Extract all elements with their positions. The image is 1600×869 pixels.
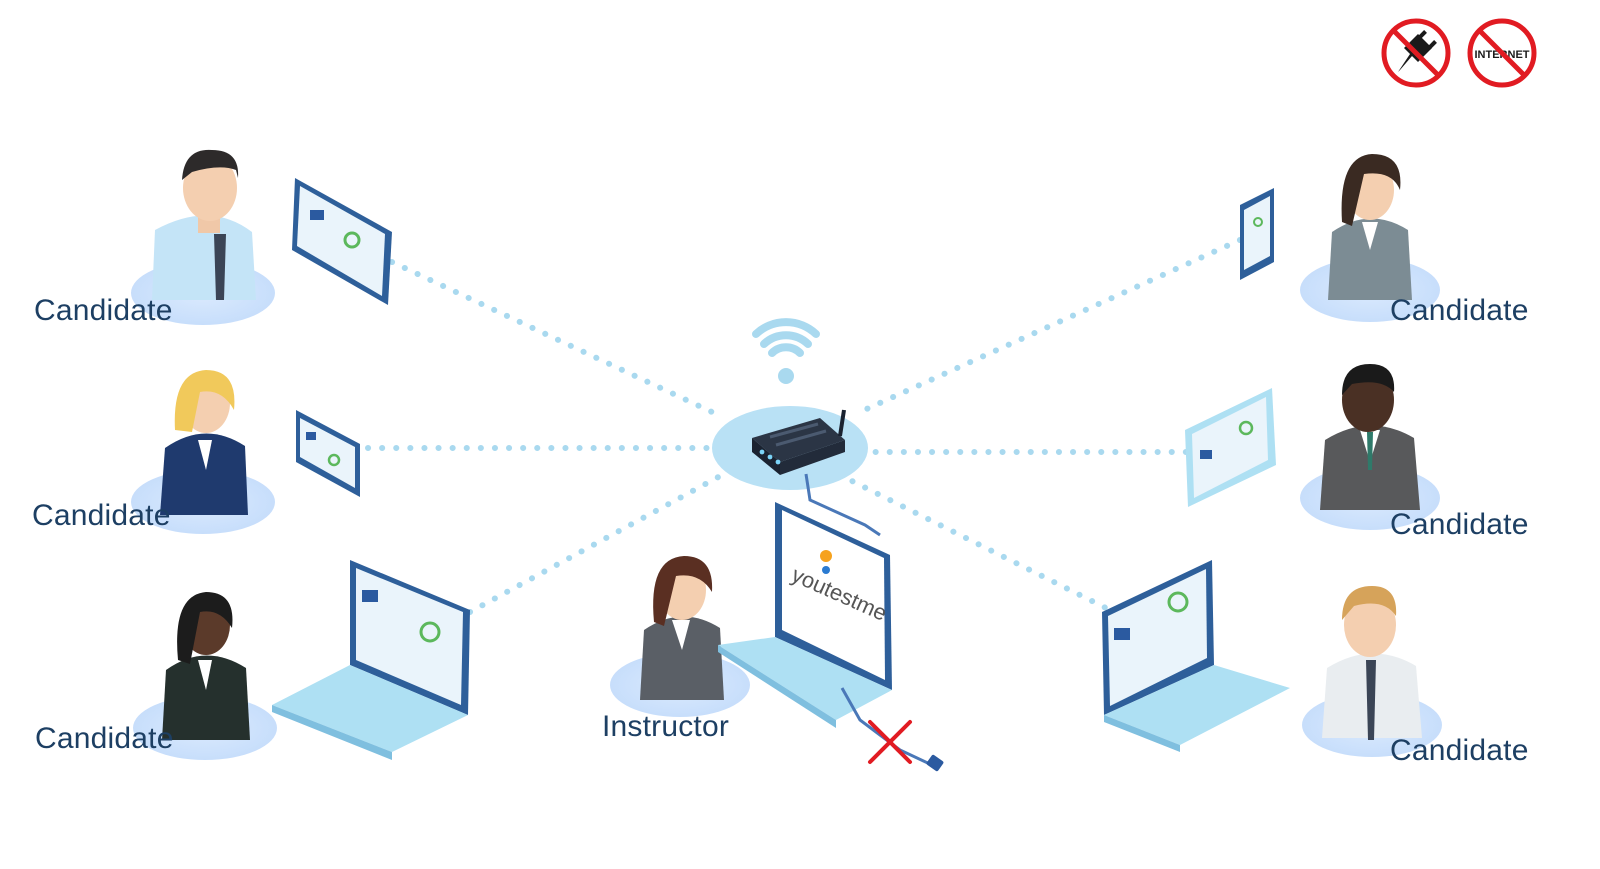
candidate-label-5: Candidate: [1390, 508, 1529, 541]
instructor-laptop: youtestme: [718, 502, 892, 728]
candidate-label-6: Candidate: [1390, 734, 1529, 767]
connection-lines: [365, 237, 1243, 623]
link-c3: [467, 472, 725, 615]
link-c4: [857, 237, 1243, 415]
candidate-label-1: Candidate: [34, 294, 173, 327]
candidate-label-3: Candidate: [35, 722, 174, 755]
candidate-avatar-1: [131, 149, 275, 325]
candidate-avatar-2: [131, 370, 275, 534]
power-cable: [840, 687, 933, 767]
tablet-5: [1185, 388, 1276, 507]
disconnected-cross-icon: [868, 720, 912, 764]
tablet-1: [292, 178, 392, 305]
plug-icon: [926, 754, 944, 772]
instructor-avatar: [610, 556, 750, 717]
laptop-3: [272, 560, 470, 760]
candidate-label-2: Candidate: [32, 499, 171, 532]
link-c6: [847, 477, 1133, 623]
candidate-avatar-3: [133, 592, 277, 760]
router-hub: [712, 406, 868, 490]
candidate-avatar-6: [1302, 586, 1442, 757]
candidate-avatar-5: [1300, 364, 1440, 530]
tablet-2: [296, 410, 360, 497]
link-c1: [389, 259, 715, 415]
instructor-label: Instructor: [602, 710, 730, 743]
laptop-6: [1102, 560, 1290, 752]
phone-4: [1240, 188, 1274, 280]
no-power-badge: [1381, 18, 1451, 88]
candidate-label-4: Candidate: [1390, 294, 1529, 327]
wifi-icon: [752, 318, 820, 384]
no-internet-badge: INTERNET: [1467, 18, 1537, 88]
router-cable: [804, 473, 881, 537]
candidate-avatar-4: [1300, 154, 1440, 322]
